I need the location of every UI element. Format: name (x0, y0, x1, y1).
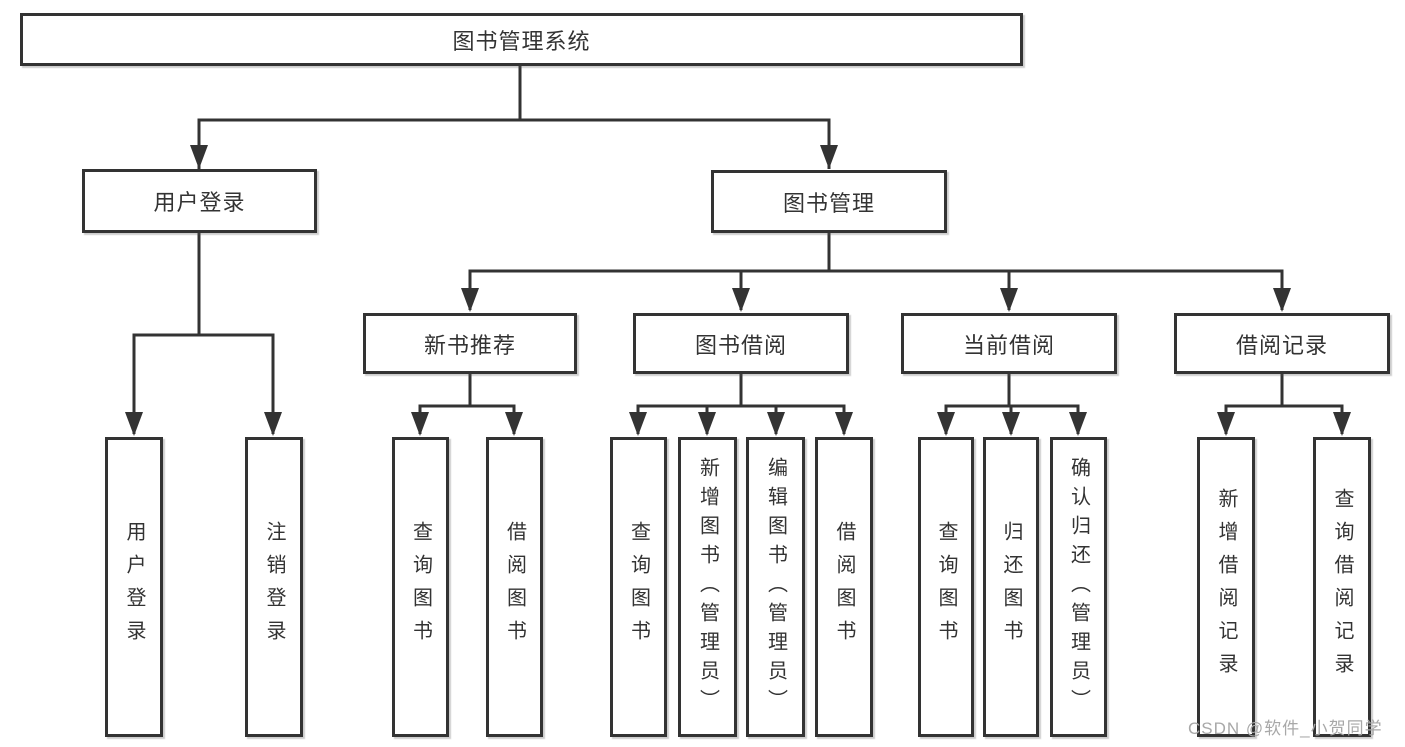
leaf-recommend-borrow-book: 借阅图书 (486, 437, 543, 737)
leaf-add-borrow-record-label: 新增借阅记录 (1215, 488, 1237, 686)
leaf-add-book-admin-label: 新增图书（管理员） (696, 456, 719, 718)
leaf-current-query-book-label: 查询图书 (935, 521, 957, 653)
leaf-recommend-query-book-label: 查询图书 (409, 521, 432, 653)
node-borrowing-records-label: 借阅记录 (1235, 332, 1328, 358)
leaf-return-book: 归还图书 (983, 437, 1039, 737)
csdn-watermark: CSDN @软件_小贺同学 (1188, 719, 1383, 738)
leaf-edit-book-admin-label: 编辑图书（管理员） (764, 456, 787, 718)
leaf-current-query-book: 查询图书 (918, 437, 974, 737)
node-current-borrowing-label: 当前借阅 (962, 332, 1055, 358)
node-borrowing-records: 借阅记录 (1174, 313, 1390, 374)
leaf-confirm-return-admin-label: 确认归还（管理员） (1067, 456, 1090, 718)
leaf-confirm-return-admin: 确认归还（管理员） (1050, 437, 1107, 737)
leaf-add-borrow-record: 新增借阅记录 (1197, 437, 1255, 737)
leaf-recommend-borrow-book-label: 借阅图书 (503, 521, 526, 653)
leaf-user-login-label: 用户登录 (123, 521, 145, 653)
node-root: 图书管理系统 (20, 13, 1023, 66)
node-new-book-recommend: 新书推荐 (363, 313, 577, 374)
leaf-add-book-admin: 新增图书（管理员） (678, 437, 737, 737)
node-root-label: 图书管理系统 (452, 28, 591, 54)
node-book-management: 图书管理 (711, 170, 947, 233)
leaf-return-book-label: 归还图书 (1000, 521, 1022, 653)
leaf-borrowing-query-book: 查询图书 (610, 437, 667, 737)
node-book-borrowing: 图书借阅 (633, 313, 849, 374)
node-book-borrowing-label: 图书借阅 (694, 332, 787, 358)
node-user-login-label: 用户登录 (153, 190, 246, 215)
leaf-borrowing-query-book-label: 查询图书 (627, 521, 650, 653)
node-current-borrowing: 当前借阅 (901, 313, 1117, 374)
leaf-borrowing-borrow-book-label: 借阅图书 (833, 521, 855, 653)
leaf-user-login: 用户登录 (105, 437, 163, 737)
leaf-logout: 注销登录 (245, 437, 303, 737)
leaf-borrowing-borrow-book: 借阅图书 (815, 437, 873, 737)
node-new-book-recommend-label: 新书推荐 (423, 332, 516, 358)
arrowheads (125, 145, 1351, 436)
leaf-edit-book-admin: 编辑图书（管理员） (746, 437, 805, 737)
node-book-management-label: 图书管理 (782, 190, 875, 216)
node-user-login: 用户登录 (82, 169, 317, 233)
leaf-recommend-query-book: 查询图书 (392, 437, 449, 737)
leaf-logout-label: 注销登录 (263, 521, 285, 653)
leaf-query-borrow-record-label: 查询借阅记录 (1331, 488, 1353, 686)
leaf-query-borrow-record: 查询借阅记录 (1313, 437, 1371, 737)
